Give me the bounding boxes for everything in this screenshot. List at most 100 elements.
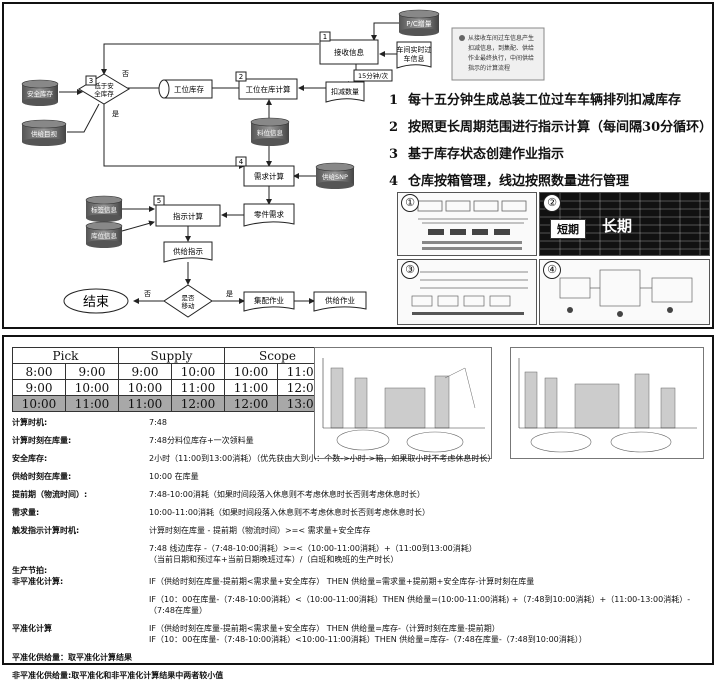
header-pick: Pick [12,347,119,364]
box-number-4: 4 [239,158,244,166]
pc-data-cylinder: P/C增量 [398,9,440,36]
material-info-cylinder: 料位信息 [250,117,290,146]
box-number-5: 5 [157,197,161,205]
schedule-cell: 9:00 [65,363,119,380]
thumbnail-1: ① [397,192,537,256]
schedule-cell: 10:00 [224,363,278,380]
yes-label-2: 是 [226,290,233,298]
warehouse-info-label: 库位信息 [91,231,118,240]
schedule-row: 8:00 9:00 9:00 10:00 10:00 11:00 [12,363,331,380]
thumbnail-3: ③ [397,259,537,325]
rule-trigger: 触发指示计算时机:计算时刻在库量 - 提前期（物流时间）>=< 需求量+安全库存 [12,525,712,536]
short-term-label: 短期 [550,219,586,239]
step-4-num: 4 [389,174,399,189]
station-calc-label: 工位在库计算 [246,84,291,94]
material-info-label: 料位信息 [257,128,284,137]
step-3-text: 基于库存状态创建作业指示 [408,147,565,162]
safety-stock-label: 安全库存 [27,89,54,98]
receive-info-label: 接收信息 [334,47,364,57]
rule-value: IF（供给时刻在库量-提前期<需求量+安全库存） THEN 供给量=库存-（计算… [149,624,500,633]
step-1-num: 1 [389,93,399,108]
calc-panel: Pick Supply Scope 8:00 9:00 9:00 10:00 1… [2,335,714,680]
rule-unleveled-supply: 非平准化供给量:取平准化和非平准化计算结果中两者较小值 [12,670,712,681]
rule-safety: 安全库存:2小时（11:00到13:00消耗）（优先获由大到小：个数->小时->… [12,453,712,464]
is-moved-line2: 移动 [182,301,196,310]
flow-panel: P/C增量 接收信息 1 车间实时过 车信息 15分钟/次 扣减数量 工位在库计… [2,2,714,329]
rule-value: 7:48分料位库存+一次领料量 [149,436,254,445]
deduct-qty-label: 扣减数量 [331,87,359,96]
rule-key: 需求量: [12,508,40,517]
demand-calc-label: 需求计算 [254,171,284,181]
schedule-table: Pick Supply Scope 8:00 9:00 9:00 10:00 1… [12,347,331,412]
rule-leveled-supply: 平准化供给量：取平准化计算结果 [12,652,712,663]
supply-work-label: 供给作业 [325,295,355,305]
rule-supply-stock: 供给时刻在库量:10:00 在库量 [12,471,712,482]
header-scope: Scope [224,347,331,364]
station-stock-store: 工位库存 [158,79,213,99]
rule-key: 平准化计算 [12,624,52,633]
rule-key: 计算时刻在库量: [12,436,72,445]
schedule-cell: 12:00 [224,395,278,412]
rule-unleveled-2: IF（10：00在库量-（7:48-10:00消耗）<（10:00-11:00消… [12,594,712,616]
warehouse-info-cylinder: 库位信息 [85,221,123,248]
label-info-cylinder: 标签信息 [85,195,123,222]
schedule-cell: 10:00 [118,379,172,396]
rule-value: 10:00 在库量 [149,472,199,481]
schedule-cell: 12:00 [171,395,225,412]
rule-value: 7:48 [149,418,167,427]
rule-demand: 需求量: 10:00-11:00消耗（如果时间段落入休息则不考虑休息时长否则考虑休… [12,507,712,518]
schedule-cell: 11:00 [65,395,119,412]
thumbnail-4-number: ④ [543,261,561,279]
rule-key: 生产节拍: [12,566,48,575]
schedule-cell: 11:00 [171,379,225,396]
no-label-1: 否 [122,70,129,78]
header-supply: Supply [118,347,225,364]
schedule-cell: 9:00 [12,379,66,396]
schedule-header-row: Pick Supply Scope [12,347,331,364]
station-stock-label: 工位库存 [174,84,204,94]
end-label: 结束 [83,295,109,310]
pc-data-label: P/C增量 [406,19,431,28]
rule-value: IF（10：00在库量-（7:48-10:00消耗）<10:00-11:00消耗… [149,635,587,644]
label-info-label: 标签信息 [91,205,118,214]
supply-snp-label: 供给SNP [322,172,348,181]
yes-label-1: 是 [112,110,119,118]
assembly-work-label: 集配作业 [254,295,284,305]
supply-target-cylinder: 供给目视 [21,119,67,146]
thumbnail-4: ④ [539,259,710,325]
schedule-cell: 10:00 [12,395,66,412]
long-term-label: 长期 [602,217,633,235]
note-line2: 扣减信息，到集配、供给 [468,44,534,52]
schedule-row: 9:00 10:00 10:00 11:00 11:00 12:00 [12,379,331,396]
box-number-2: 2 [239,73,243,81]
rule-value: 7:48 线边库存 -（7:48-10:00消耗）>=<（10:00-11:00… [149,544,477,553]
note-line3: 作业最终执行，中间供给 [468,54,534,62]
vehicle-info-line2: 车信息 [404,54,425,63]
rule-unleveled: 非平准化计算: IF（供给时刻在库量-提前期<需求量+安全库存） THEN 供给量… [12,576,712,587]
mini-chart-1 [314,347,492,459]
rule-leveled-2: IF（10：00在库量-（7:48-10:00消耗）<10:00-11:00消耗… [12,634,712,645]
below-safety-line1: 低于安 [94,81,114,90]
schedule-cell: 8:00 [12,363,66,380]
no-label-2: 否 [144,290,151,298]
part-demand-label: 零件需求 [254,209,284,219]
rule-key: 非平准化计算: [12,577,64,586]
thumbnail-2: ② 短期 长期 [539,192,710,256]
step-3-num: 3 [389,147,399,162]
thumbnail-2-number: ② [543,194,561,212]
rule-key: 提前期（物流时间）: [12,490,88,499]
thumbnail-3-number: ③ [401,261,419,279]
rule-value: 10:00-11:00消耗（如果时间段落入休息则不考虑休息时长否则考虑休息时长） [149,508,430,517]
safety-stock-cylinder: 安全库存 [21,79,59,106]
rule-calc-time: 计算时机: 7:48 [12,417,712,428]
rule-value: 2小时（11:00到13:00消耗）（优先获由大到小：个数->小时->箱，如果取… [149,454,496,463]
schedule-cell: 11:00 [224,379,278,396]
rule-value: IF（供给时刻在库量-提前期<需求量+安全库存） THEN 供给量=需求量+提前… [149,577,535,586]
below-safety-line2: 全库存 [94,89,114,98]
schedule-cell: 10:00 [171,363,225,380]
step-2-text: 按照更长周期范围进行指示计算（每间隔30分循环） [408,120,713,135]
rule-value: （当前日期和预过车+当前日期晚班过车）/（白班和晚班的生产时长） [149,555,399,564]
rule-key: 计算时机: [12,418,48,427]
